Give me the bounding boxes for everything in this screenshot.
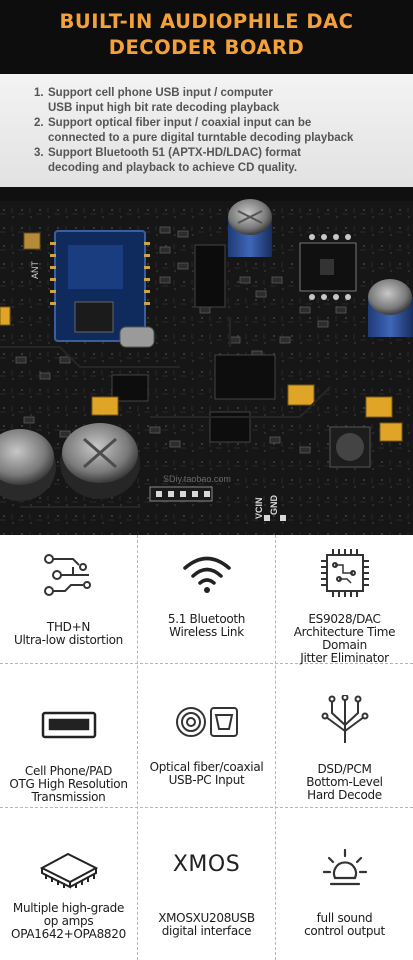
intro-item-number: 2.	[34, 117, 44, 129]
grid-divider	[275, 535, 276, 960]
feature-label: op amps	[43, 914, 94, 928]
ant-label: ANT	[30, 260, 40, 279]
decode-tree-icon	[276, 695, 413, 745]
watermark: SDiy.taobao.com	[163, 474, 231, 484]
feature-otg: Cell Phone/PAD OTG High Resolution Trans…	[0, 675, 137, 813]
intro-item-line: connected to a pure digital turntable de…	[48, 132, 354, 144]
feature-label: ES9028/DAC	[308, 612, 381, 626]
feature-label: digital interface	[161, 924, 252, 938]
feature-label: Transmission	[31, 790, 106, 804]
grid-divider	[137, 535, 138, 960]
circuit-icon	[0, 553, 137, 599]
intro-item-line: Support optical fiber input / coaxial in…	[48, 117, 312, 129]
feature-label: Wireless Link	[169, 625, 244, 639]
chip-icon	[276, 545, 413, 601]
intro-item: 1. Support cell phone USB input / comput…	[34, 86, 406, 116]
pin-header	[149, 486, 286, 521]
intro-item-number: 3.	[34, 147, 44, 159]
intro-item: 3. Support Bluetooth 51 (APTX-HD/LDAC) f…	[34, 146, 406, 176]
intro-list: 1. Support cell phone USB input / comput…	[34, 86, 406, 176]
feature-label: XMOSXU208USB	[158, 911, 255, 925]
feature-label: USB-PC Input	[168, 773, 245, 787]
intro-item-line: decoding and playback to achieve CD qual…	[48, 162, 298, 174]
feature-intro: 1. Support cell phone USB input / comput…	[0, 74, 413, 187]
intro-item-line: Support Bluetooth 51 (APTX-HD/LDAC) form…	[48, 147, 301, 159]
dac-board-photo: ANT	[0, 187, 413, 535]
feature-label: Ultra-low distortion	[14, 633, 123, 647]
blue-capacitors	[228, 199, 413, 337]
feature-grid: THD+N Ultra-low distortion 5.1 Bluetooth…	[0, 535, 413, 960]
feature-bluetooth: 5.1 Bluetooth Wireless Link	[138, 535, 275, 673]
feature-label: Cell Phone/PAD	[24, 764, 113, 778]
feature-es9028: ES9028/DAC Architecture Time Domain Jitt…	[276, 535, 413, 673]
feature-label: OPA1642+OPA8820	[11, 927, 126, 941]
large-capacitors	[0, 423, 140, 501]
intro-item-number: 1.	[34, 87, 44, 99]
feature-label: Bottom-Level	[306, 775, 383, 789]
feature-dsd: DSD/PCM Bottom-Level Hard Decode	[276, 675, 413, 813]
grid-divider	[0, 663, 413, 664]
feature-sound-control: full sound control output	[276, 820, 413, 958]
xmos-logo: XMOS	[138, 852, 275, 877]
title-line-2: DECODER BOARD	[108, 36, 305, 59]
wifi-icon	[138, 555, 275, 595]
board-illustration: ANT	[0, 187, 413, 535]
feature-label: full sound	[316, 911, 373, 925]
title-line-1: BUILT-IN AUDIOPHILE DAC	[59, 10, 354, 33]
feature-label: Architecture Time Domain	[293, 625, 396, 652]
bluetooth-module	[50, 230, 150, 342]
feature-label: control output	[304, 924, 385, 938]
op-amp-chip-icon	[0, 846, 137, 892]
feature-thd: THD+N Ultra-low distortion	[0, 535, 137, 673]
intro-item: 2. Support optical fiber input / coaxial…	[34, 116, 406, 146]
gnd-label: GND	[269, 495, 279, 516]
optical-coaxial-icon	[138, 705, 275, 739]
vcin-label: VCIN	[254, 497, 264, 519]
sun-icon	[276, 846, 413, 894]
feature-label: Optical fiber/coaxial	[149, 760, 264, 774]
feature-label: OTG High Resolution	[9, 777, 128, 791]
feature-label: THD+N	[46, 620, 91, 634]
feature-label: Hard Decode	[307, 788, 382, 802]
feature-label: 5.1 Bluetooth	[167, 612, 246, 626]
usb-port-icon	[0, 711, 137, 739]
feature-xmos: XMOS XMOSXU208USB digital interface	[138, 820, 275, 958]
page-header: BUILT-IN AUDIOPHILE DAC DECODER BOARD	[0, 0, 413, 74]
feature-opamps: Multiple high-grade op amps OPA1642+OPA8…	[0, 820, 137, 958]
intro-item-line: Support cell phone USB input / computer	[48, 87, 273, 99]
feature-label: Jitter Eliminator	[300, 651, 389, 665]
intro-item-line: USB input high bit rate decoding playbac…	[48, 102, 280, 114]
feature-label: Multiple high-grade	[12, 901, 125, 915]
feature-label: DSD/PCM	[317, 762, 372, 776]
feature-optical: Optical fiber/coaxial USB-PC Input	[138, 675, 275, 813]
grid-divider	[0, 807, 413, 808]
xmos-logo-text: XMOS	[172, 852, 241, 877]
